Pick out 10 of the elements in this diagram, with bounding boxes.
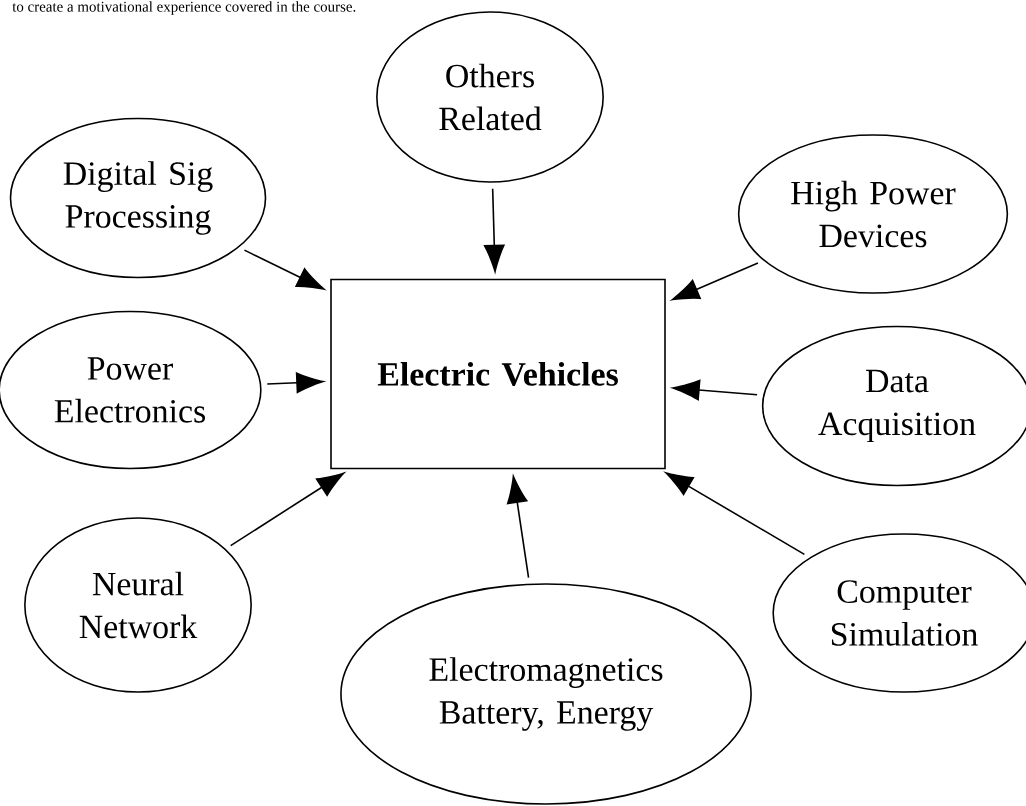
arrow bbox=[483, 187, 505, 273]
arrow bbox=[665, 472, 806, 556]
arrow bbox=[243, 249, 325, 290]
arrow bbox=[229, 472, 345, 547]
caption-text: to create a motivational experience covered in the course. bbox=[12, 1, 356, 15]
arrow bbox=[671, 262, 759, 301]
arrow bbox=[672, 379, 758, 401]
arrow bbox=[506, 475, 530, 579]
arrow bbox=[266, 372, 324, 394]
center-box: Electric Vehicles bbox=[330, 278, 666, 470]
